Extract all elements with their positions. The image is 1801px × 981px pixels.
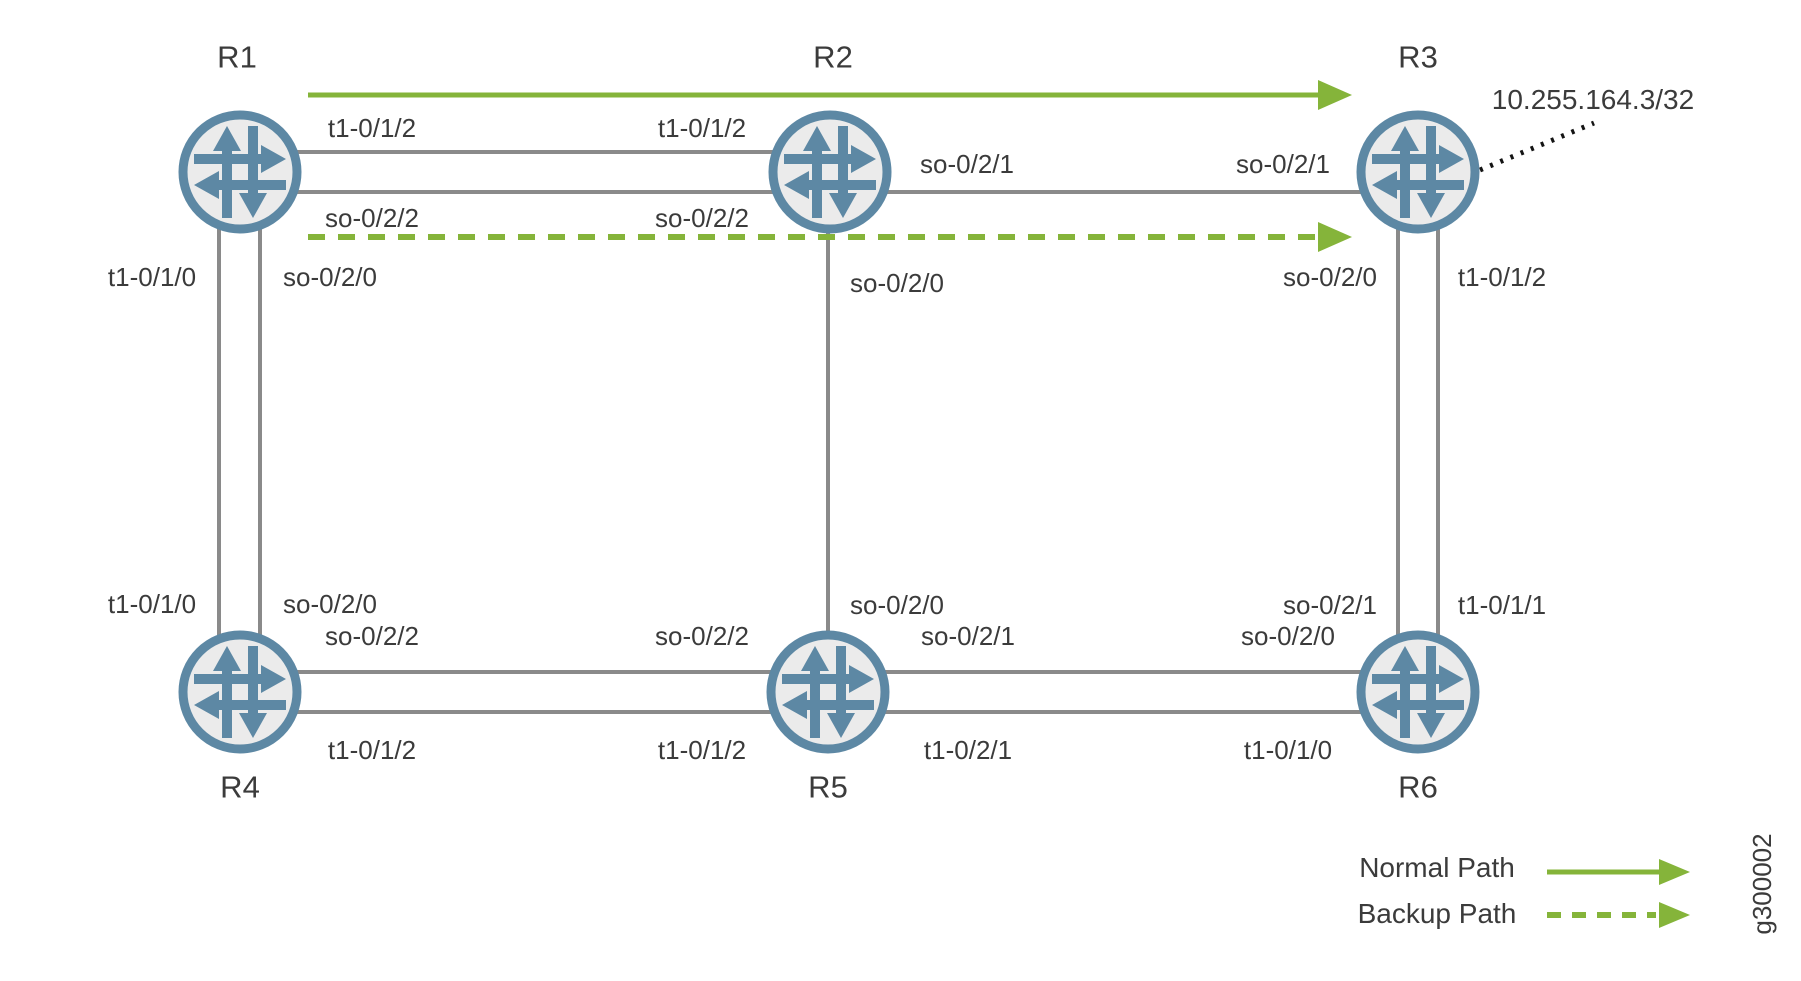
if-label-r6-so-0-2-0: so-0/2/0 [1241, 621, 1335, 651]
if-label-r5-so-0-2-0: so-0/2/0 [850, 590, 944, 620]
router-label-r5: R5 [808, 769, 848, 805]
if-label-r5-so-0-2-1: so-0/2/1 [921, 621, 1015, 651]
if-label-r3-so-0-2-1: so-0/2/1 [1236, 149, 1330, 179]
router-r1-icon [183, 115, 297, 229]
router-label-r2: R2 [813, 39, 853, 75]
router-r4-icon [183, 635, 297, 749]
if-label-r4-t1-0-1-2: t1-0/1/2 [327, 735, 417, 765]
legend-normal-arrow [1547, 859, 1690, 885]
if-label-r3-so-0-2-0: so-0/2/0 [1283, 262, 1377, 292]
if-label-r2-t1-0-1-2: t1-0/1/2 [657, 113, 747, 143]
router-label-r6: R6 [1398, 769, 1438, 805]
if-label-r2-so-0-2-2: so-0/2/2 [655, 203, 749, 233]
router-label-r1: R1 [217, 39, 257, 75]
if-label-r6-t1-0-1-1: t1-0/1/1 [1457, 590, 1547, 620]
router-r2-icon [773, 115, 887, 229]
if-label-r4-so-0-2-0: so-0/2/0 [283, 589, 377, 619]
r3-loopback-address: 10.255.164.3/32 [1491, 84, 1695, 115]
if-label-r2-so-0-2-1: so-0/2/1 [920, 149, 1014, 179]
backup-path-arrow [308, 222, 1352, 252]
figure-id: g300002 [1747, 833, 1777, 935]
if-label-r5-t1-0-1-2: t1-0/1/2 [657, 735, 747, 765]
if-label-r2-so-0-2-0: so-0/2/0 [850, 268, 944, 298]
if-label-r5-t1-0-2-1: t1-0/2/1 [923, 735, 1013, 765]
loopback-callout-line [1479, 120, 1595, 173]
normal-path-arrow [308, 80, 1352, 110]
legend-normal-path-label: Normal Path [1359, 852, 1515, 883]
if-label-r4-so-0-2-2: so-0/2/2 [325, 621, 419, 651]
router-r6-icon [1361, 635, 1475, 749]
router-r3-icon [1361, 115, 1475, 229]
if-label-r3-t1-0-1-2: t1-0/1/2 [1457, 262, 1547, 292]
router-r5-icon [771, 635, 885, 749]
if-label-r1-so-0-2-0: so-0/2/0 [283, 262, 377, 292]
if-label-r5-so-0-2-2: so-0/2/2 [655, 621, 749, 651]
if-label-r1-t1-0-1-0: t1-0/1/0 [107, 262, 197, 292]
if-label-r6-so-0-2-1: so-0/2/1 [1283, 590, 1377, 620]
router-label-r4: R4 [220, 769, 260, 805]
if-label-r1-so-0-2-2: so-0/2/2 [325, 203, 419, 233]
if-label-r4-t1-0-1-0: t1-0/1/0 [107, 589, 197, 619]
if-label-r1-t1-0-1-2: t1-0/1/2 [327, 113, 417, 143]
link-lines [217, 150, 1440, 714]
legend-backup-arrow [1547, 902, 1690, 928]
legend-backup-path-label: Backup Path [1357, 898, 1517, 929]
if-label-r6-t1-0-1-0: t1-0/1/0 [1243, 735, 1333, 765]
router-label-r3: R3 [1398, 39, 1438, 75]
